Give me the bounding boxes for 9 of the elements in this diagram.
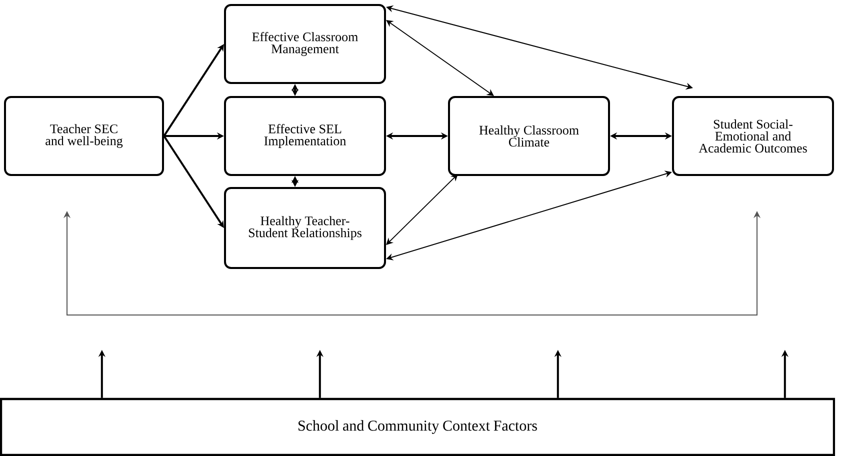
process-box: Healthy Classroom Climate [448,96,610,176]
arrow [386,20,494,96]
process-box: Effective Classroom Management [224,4,386,84]
process-box: Effective SEL Implementation [224,96,386,176]
context-bar: School and Community Context Factors [0,398,836,456]
process-box: Student Social-Emotional and Academic Outcomes [672,96,834,176]
arrow [386,174,458,245]
process-box: Healthy Teacher-Student Relationships [224,187,386,269]
process-box: Teacher SEC and well-being [4,96,164,176]
